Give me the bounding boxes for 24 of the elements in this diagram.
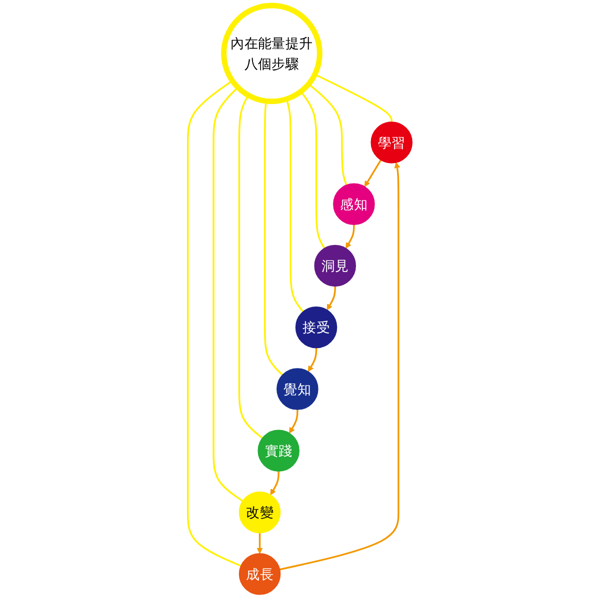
node-circle: 接受 [295,306,338,348]
node-circle: 學習 [370,122,412,164]
arrow [364,160,382,187]
arrow [289,410,298,434]
node-circle: 洞見 [314,244,356,287]
arrow [280,162,400,570]
connector [286,98,304,312]
arrow [256,532,263,554]
connector [238,94,263,439]
node-circle: 實踐 [258,430,300,472]
node-circle: 感知 [333,183,375,225]
node-circle: 覺知 [276,368,318,410]
node-circle: 成長 [238,553,281,595]
arrow [326,286,336,310]
arrow [270,471,280,496]
arrow [346,224,355,248]
node-circle: 內在能量提升八個步驟 [221,2,322,104]
connector [212,86,244,502]
connector [300,90,326,249]
connector [314,74,392,122]
connector [308,83,348,186]
node-circle: 改變 [238,491,281,534]
connector [186,80,242,567]
arrow [308,348,318,372]
